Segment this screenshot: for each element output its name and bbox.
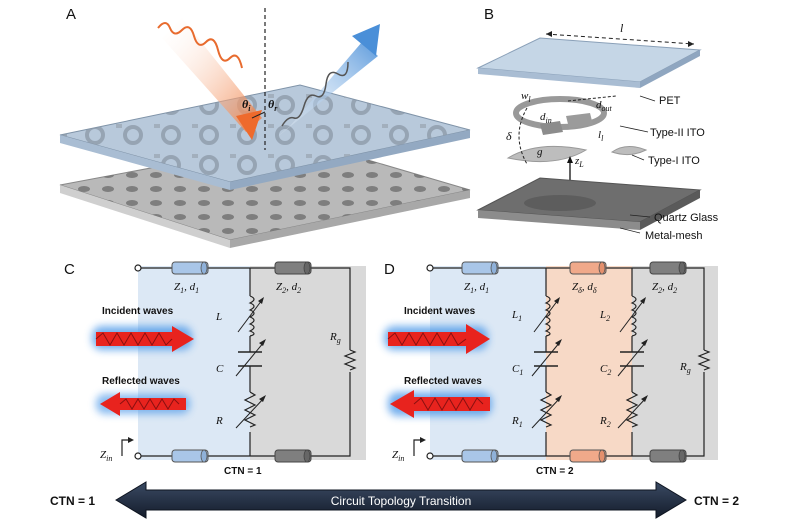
delta-label: δ [506, 129, 512, 143]
incident-wave-beam [157, 18, 262, 140]
incident-label-c: Incident waves [102, 306, 174, 317]
inductor-2-d [630, 295, 637, 337]
incident-arrow-c [92, 326, 194, 352]
zin-label-c: Zin [100, 449, 112, 463]
capacitor-2-d [617, 339, 648, 377]
Rg-label-d: Rg [679, 361, 691, 375]
incident-arrow-d [384, 324, 490, 354]
theta-r-label: θr [268, 97, 278, 113]
z1-line-d [461, 261, 499, 275]
ctn-label-d: CTN = 2 [536, 466, 574, 477]
R-label-c: R [215, 415, 223, 427]
L1-label-d: L1 [511, 309, 522, 323]
d-out-label: dout [596, 99, 613, 113]
z1-line-c [171, 261, 209, 275]
panel-label-b: B [484, 6, 494, 23]
type-ii-ito-label: Type-II ITO [650, 127, 705, 139]
R2-label-d: R2 [599, 415, 611, 429]
capacitor-c [235, 339, 266, 377]
resistor-2-d [625, 391, 639, 428]
metal-mesh-label: Metal-mesh [645, 230, 702, 242]
zdelta-label-d: Zδ, dδ [572, 281, 597, 295]
banner-center-label: Circuit Topology Transition [331, 494, 472, 508]
Rg-label-c: Rg [329, 331, 341, 345]
reflected-label-d: Reflected waves [404, 376, 482, 387]
panel-label-a: A [66, 6, 76, 23]
z-axis-label: zL [574, 155, 584, 169]
C1-label-d: C1 [512, 363, 523, 377]
zin-label-d: Zin [392, 449, 404, 463]
panel-label-d: D [384, 261, 395, 278]
resistor-1-d [539, 391, 553, 428]
z1-line-bottom-d [461, 449, 499, 463]
blue-region-d [430, 266, 546, 460]
length-l-label: l [620, 21, 624, 35]
z2-d2-label-c: Z2, d2 [276, 281, 301, 295]
reflected-arrow-c [96, 392, 190, 416]
z1-line-bottom-c [171, 449, 209, 463]
type-i-ito [506, 145, 588, 163]
theta-i-label: θi [242, 97, 251, 113]
banner-right-label: CTN = 2 [694, 494, 739, 508]
z2-line-bottom-c [274, 449, 312, 463]
transition-arrow [115, 481, 687, 519]
L2-label-d: L2 [599, 309, 610, 323]
type-ii-ito [513, 96, 607, 135]
w-l-label: wl [521, 90, 531, 104]
capacitor-1-d [531, 339, 562, 377]
R1-label-d: R1 [511, 415, 523, 429]
l-l-label: ll [598, 129, 604, 143]
ctn-label-c: CTN = 1 [224, 466, 262, 477]
z2-line-c [274, 261, 312, 275]
z1-d1-label-c: Z1, d1 [174, 281, 199, 295]
z2-line-bottom-d [649, 449, 687, 463]
z1-d1-label-d: Z1, d1 [464, 281, 489, 295]
quartz-glass-label: Quartz Glass [654, 212, 719, 224]
type-i-ito-label: Type-I ITO [648, 155, 700, 167]
C2-label-d: C2 [600, 363, 611, 377]
resistor-rg-c [343, 349, 357, 371]
L-label-c: L [215, 311, 222, 323]
reflected-arrow-d [388, 390, 492, 418]
zdelta-line-bottom-d [569, 449, 607, 463]
reflected-label-c: Reflected waves [102, 376, 180, 387]
z2-d2-label-d: Z2, d2 [652, 281, 677, 295]
panel-label-c: C [64, 261, 75, 278]
d-in-label: din [540, 111, 552, 125]
reflected-wave-beam [276, 24, 380, 138]
gray-region-d [632, 266, 718, 460]
incident-label-d: Incident waves [404, 306, 476, 317]
resistor-r-c [243, 391, 257, 428]
pet-label: PET [659, 95, 681, 107]
inductor-1-d [544, 295, 551, 337]
banner-left-label: CTN = 1 [50, 494, 95, 508]
orange-region-d [546, 266, 632, 460]
blue-region-c [138, 266, 250, 460]
g-label: g [537, 146, 543, 158]
resistor-rg-d [697, 349, 711, 371]
C-label-c: C [216, 363, 224, 375]
z2-line-d [649, 261, 687, 275]
inductor-c [248, 295, 255, 337]
zdelta-line-d [569, 261, 607, 275]
